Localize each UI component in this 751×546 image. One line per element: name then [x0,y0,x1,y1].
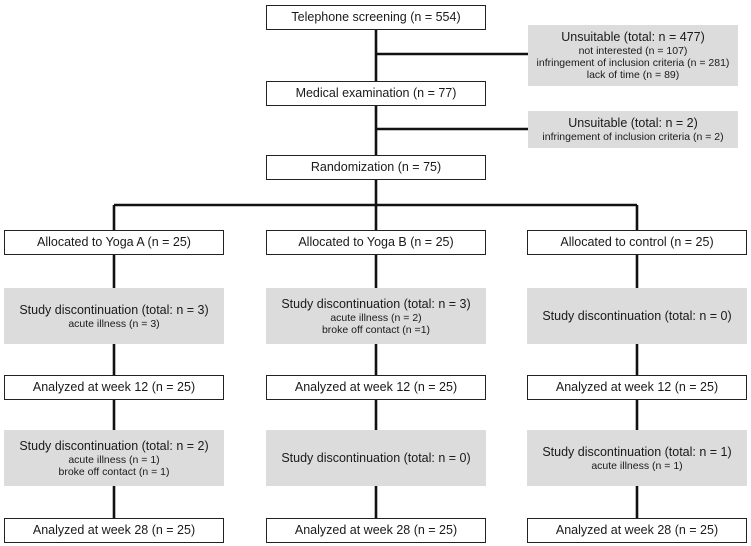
unsuitable-2-label: Unsuitable (total: n = 2) [568,116,698,130]
unsuitable-1-detail: not interested (n = 107) [578,45,688,57]
unsuitable-box-1: Unsuitable (total: n = 477) not interest… [528,25,738,86]
telephone-screening-label: Telephone screening (n = 554) [291,10,461,24]
discontinuation-a-2-box: Study discontinuation (total: n = 2) acu… [4,430,224,486]
randomization-label: Randomization (n = 75) [310,160,442,174]
discontinuation-c-2-label: Study discontinuation (total: n = 1) [542,444,732,459]
week28-c-box: Analyzed at week 28 (n = 25) [527,518,747,543]
week12-b-box: Analyzed at week 12 (n = 25) [266,375,486,400]
discontinuation-b-1-label: Study discontinuation (total: n = 3) [281,296,471,311]
unsuitable-1-detail: infringement of inclusion criteria (n = … [536,57,730,69]
medical-examination-box: Medical examination (n = 77) [266,81,486,106]
discontinuation-c-2-box: Study discontinuation (total: n = 1) acu… [527,430,747,486]
discontinuation-a-2-label: Study discontinuation (total: n = 2) [19,438,209,453]
week12-b-label: Analyzed at week 12 (n = 25) [294,380,458,394]
discontinuation-a-1-box: Study discontinuation (total: n = 3) acu… [4,288,224,344]
medical-examination-label: Medical examination (n = 77) [295,86,457,100]
week12-a-label: Analyzed at week 12 (n = 25) [32,380,196,394]
allocated-yoga-b-label: Allocated to Yoga B (n = 25) [298,235,454,249]
telephone-screening-box: Telephone screening (n = 554) [266,5,486,30]
discontinuation-b-2-label: Study discontinuation (total: n = 0) [281,450,471,465]
week12-c-box: Analyzed at week 12 (n = 25) [527,375,747,400]
week12-a-box: Analyzed at week 12 (n = 25) [4,375,224,400]
discontinuation-c-1-label: Study discontinuation (total: n = 0) [542,308,732,323]
discontinuation-b-1-detail: broke off contact (n =1) [321,323,431,336]
discontinuation-a-1-detail: acute illness (n = 3) [68,317,160,330]
unsuitable-1-detail: lack of time (n = 89) [586,69,680,81]
week28-c-label: Analyzed at week 28 (n = 25) [555,523,719,537]
unsuitable-2-detail: infringement of inclusion criteria (n = … [542,131,724,143]
discontinuation-b-1-box: Study discontinuation (total: n = 3) acu… [266,288,486,344]
unsuitable-box-2: Unsuitable (total: n = 2) infringement o… [528,111,738,148]
week28-a-label: Analyzed at week 28 (n = 25) [32,523,196,537]
allocated-yoga-a-label: Allocated to Yoga A (n = 25) [37,235,191,249]
discontinuation-c-2-detail: acute illness (n = 1) [591,459,683,472]
randomization-box: Randomization (n = 75) [266,155,486,180]
allocated-control-box: Allocated to control (n = 25) [527,230,747,255]
unsuitable-1-label: Unsuitable (total: n = 477) [561,30,705,44]
week12-c-label: Analyzed at week 12 (n = 25) [555,380,719,394]
allocated-control-label: Allocated to control (n = 25) [560,235,714,249]
allocated-yoga-b-box: Allocated to Yoga B (n = 25) [266,230,486,255]
discontinuation-c-1-box: Study discontinuation (total: n = 0) [527,288,747,344]
discontinuation-b-2-box: Study discontinuation (total: n = 0) [266,430,486,486]
week28-b-box: Analyzed at week 28 (n = 25) [266,518,486,543]
week28-b-label: Analyzed at week 28 (n = 25) [294,523,458,537]
discontinuation-a-1-label: Study discontinuation (total: n = 3) [19,302,209,317]
discontinuation-a-2-detail: acute illness (n = 1) [68,453,160,466]
discontinuation-b-1-detail: acute illness (n = 2) [330,311,422,324]
week28-a-box: Analyzed at week 28 (n = 25) [4,518,224,543]
allocated-yoga-a-box: Allocated to Yoga A (n = 25) [4,230,224,255]
discontinuation-a-2-detail: broke off contact (n = 1) [58,465,170,478]
